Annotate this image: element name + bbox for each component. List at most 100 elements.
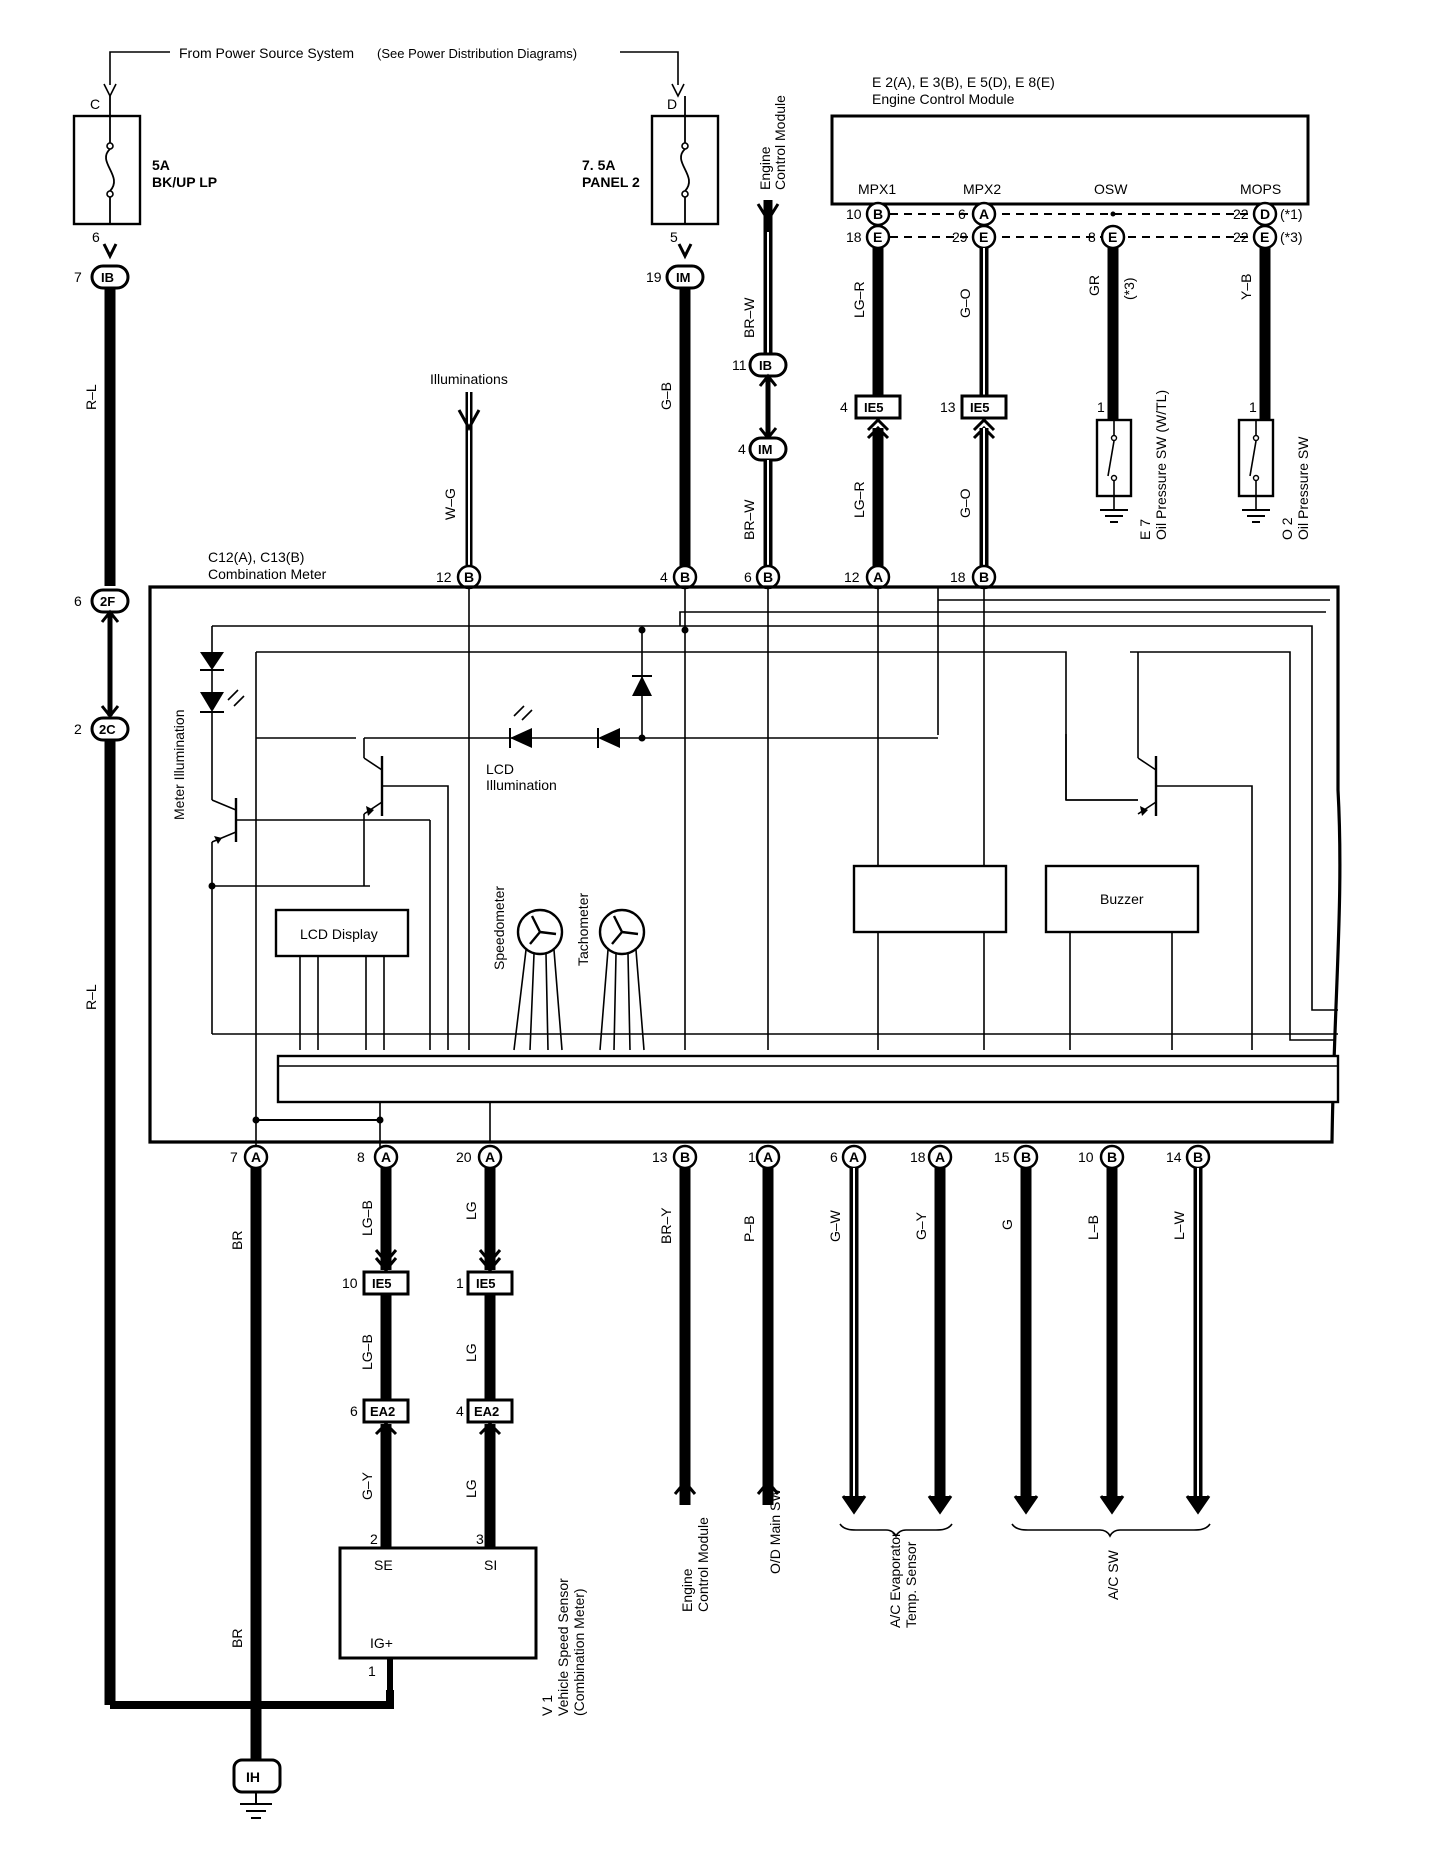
combination-meter-body: Meter Illumination LCD Illumination bbox=[148, 585, 1342, 1154]
ecm-feed-label-1: Engine bbox=[757, 146, 773, 190]
ib-mid-code: IB bbox=[759, 358, 772, 373]
meter-pin-number: 12 bbox=[844, 569, 860, 585]
switch-pin: 1 bbox=[1249, 399, 1257, 415]
ie5-d-code: IE5 bbox=[476, 1276, 496, 1291]
ecm-pin-mpx1: MPX1 bbox=[858, 181, 896, 197]
lcd-display-label: LCD Display bbox=[300, 926, 378, 942]
meter-pin-connector: B bbox=[1021, 1149, 1031, 1165]
gb-wire-column: 19 IM G–B bbox=[646, 243, 705, 568]
ecm-pin-number: 10 bbox=[846, 206, 862, 222]
meter-pin-number: 15 bbox=[994, 1149, 1010, 1165]
wire-brw-lower: BR–W bbox=[741, 499, 757, 540]
ac-evaporator-wires: G–W G–Y A/C Evaporator Temp. Sensor bbox=[827, 1168, 953, 1628]
ecm-pin-number: 22 bbox=[1233, 206, 1249, 222]
ea2-b-pin: 4 bbox=[456, 1403, 464, 1419]
meter-pin-number: 4 bbox=[660, 569, 668, 585]
meter-illumination-label: Meter Illumination bbox=[171, 710, 187, 821]
meter-pin-connector: A bbox=[381, 1149, 391, 1165]
wire-lw: L–W bbox=[1171, 1210, 1187, 1240]
br-ground-wire: BR BR IH bbox=[110, 1168, 394, 1819]
meter-pin-number: 13 bbox=[652, 1149, 668, 1165]
wire-lg-1: LG bbox=[463, 1201, 479, 1220]
meter-pin-number: 1 bbox=[748, 1149, 756, 1165]
ecm-output-wire: BR–Y Engine Control Module bbox=[658, 1168, 711, 1612]
fuse-bkup-name: BK/UP LP bbox=[152, 174, 217, 190]
ecm-pin-number: 22 bbox=[1233, 229, 1249, 245]
dest-ecm-2: Control Module bbox=[695, 1517, 711, 1612]
ecm-connector-pins: 10 B 18 E 6 A 29 E 8 E 22 D 22 E (*1) (*… bbox=[846, 201, 1303, 250]
ecm-pin-connector: E bbox=[979, 229, 988, 245]
illuminations-label: Illuminations bbox=[430, 371, 508, 387]
wire-lgr-upper: LG–R bbox=[851, 281, 867, 318]
wire-pb: P–B bbox=[741, 1216, 757, 1242]
od-main-sw-wire: P–B O/D Main SW bbox=[741, 1168, 783, 1574]
ie5-a-pin: 4 bbox=[840, 399, 848, 415]
tachometer-label: Tachometer bbox=[575, 893, 591, 966]
wire-bry: BR–Y bbox=[658, 1207, 674, 1244]
ecm-row-note: (*3) bbox=[1280, 229, 1303, 245]
combination-meter-header: C12(A), C13(B) Combination Meter bbox=[208, 549, 327, 582]
ie5-d-pin: 1 bbox=[456, 1275, 464, 1291]
meter-pin-number: 6 bbox=[830, 1149, 838, 1165]
wire-lg-3: LG bbox=[463, 1479, 479, 1498]
ecm-pin-mpx2: MPX2 bbox=[963, 181, 1001, 197]
wire-br-upper: BR bbox=[229, 1231, 245, 1250]
meter-pin-number: 7 bbox=[230, 1149, 238, 1165]
wire-g: G bbox=[999, 1219, 1015, 1230]
fuse-bkup-terminal-out: 6 bbox=[92, 229, 100, 245]
ib-top-pin: 7 bbox=[74, 269, 82, 285]
power-source-label: From Power Source System bbox=[179, 45, 354, 61]
meter-pin-number: 12 bbox=[436, 569, 452, 585]
fuse-bkup-rating: 5A bbox=[152, 157, 170, 173]
wire-wg: W–G bbox=[442, 488, 458, 520]
im-mid-code: IM bbox=[758, 442, 772, 457]
speedometer-label: Speedometer bbox=[491, 886, 507, 970]
wire-lgr-lower: LG–R bbox=[851, 481, 867, 518]
meter-pin-connector: A bbox=[485, 1149, 495, 1165]
ib-mid-pin: 11 bbox=[732, 357, 747, 373]
wire-yb: Y–B bbox=[1238, 274, 1254, 300]
ac-sw-wires: G L–B L–W A/C SW bbox=[999, 1168, 1211, 1600]
meter-pin-number: 14 bbox=[1166, 1149, 1182, 1165]
ecm-pin-number: 18 bbox=[846, 229, 862, 245]
ea2-a-code: EA2 bbox=[370, 1404, 395, 1419]
engine-control-module: E 2(A), E 3(B), E 5(D), E 8(E) Engine Co… bbox=[830, 74, 1310, 238]
ecm-feed: Engine Control Module bbox=[756, 95, 788, 232]
meter-pin-connector: A bbox=[849, 1149, 859, 1165]
ie5-b-code: IE5 bbox=[970, 400, 990, 415]
switch-wtl-name: Oil Pressure SW (W/TL) bbox=[1153, 390, 1169, 540]
fuse-panel2-name: PANEL 2 bbox=[582, 174, 640, 190]
c2f-code: 2F bbox=[100, 594, 115, 609]
ecm-pin-connector: D bbox=[1260, 206, 1270, 222]
wire-gy: G–Y bbox=[913, 1211, 929, 1240]
ie5-a-code: IE5 bbox=[864, 400, 884, 415]
ecm-pin-osw: OSW bbox=[1094, 181, 1128, 197]
oil-pressure-sw: Y–B 1 O 2 Oil Pressure SW bbox=[1237, 248, 1311, 540]
ecm-pin-number: 8 bbox=[1088, 229, 1096, 245]
wire-gb: G–B bbox=[658, 382, 674, 410]
fuse-panel2-terminal-in: D bbox=[667, 96, 677, 112]
fuse-panel2-terminal-out: 5 bbox=[670, 229, 678, 245]
im-top-pin: 19 bbox=[646, 269, 662, 285]
ecm-pin-connector: E bbox=[873, 229, 882, 245]
wire-gw: G–W bbox=[827, 1209, 843, 1242]
meter-pin-connector: A bbox=[873, 569, 883, 585]
meter-pin-number: 18 bbox=[950, 569, 966, 585]
c2c-code: 2C bbox=[99, 722, 116, 737]
ecm-pin-mops: MOPS bbox=[1240, 181, 1281, 197]
meter-name: Combination Meter bbox=[208, 566, 327, 582]
switch-code: O 2 bbox=[1279, 517, 1295, 540]
im-mid-pin: 4 bbox=[738, 441, 746, 457]
wire-br-lower: BR bbox=[229, 1629, 245, 1648]
meter-pin-number: 6 bbox=[744, 569, 752, 585]
dest-ac-sw: A/C SW bbox=[1105, 1549, 1121, 1600]
dest-od: O/D Main SW bbox=[767, 1488, 783, 1574]
ecm-connectors: E 2(A), E 3(B), E 5(D), E 8(E) bbox=[872, 74, 1055, 90]
sensor-sub: (Combination Meter) bbox=[571, 1588, 587, 1716]
ecm-name: Engine Control Module bbox=[872, 91, 1015, 107]
ea2-a-pin: 6 bbox=[350, 1403, 358, 1419]
c2f-pin: 6 bbox=[74, 593, 82, 609]
ea2-b-code: EA2 bbox=[474, 1404, 499, 1419]
dest-ac-evap-1: A/C Evaporator bbox=[887, 1532, 903, 1628]
